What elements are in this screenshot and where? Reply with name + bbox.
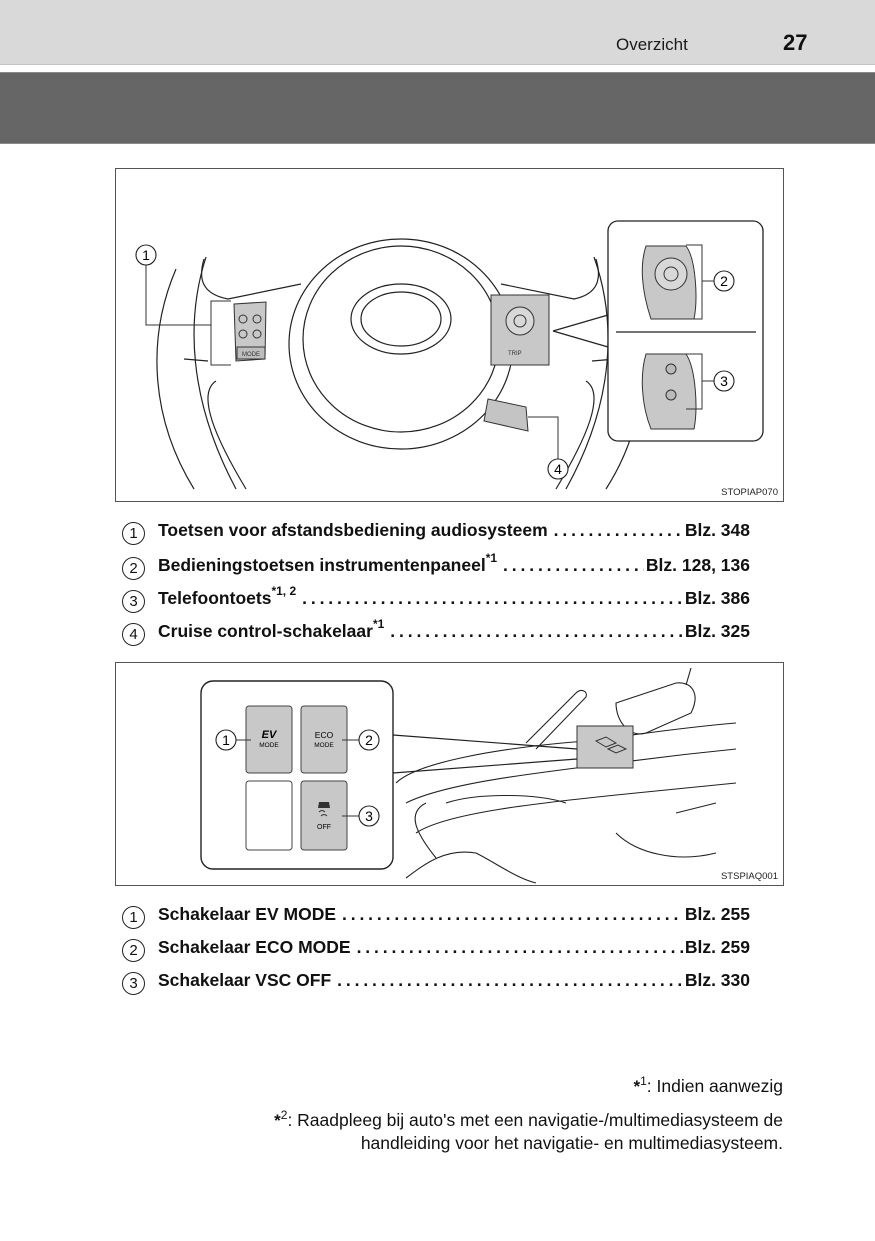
steering-wheel-illustration: MODE 1 TRIP 4 — [135, 220, 764, 490]
svg-text:1: 1 — [142, 247, 150, 263]
leader-dots — [302, 588, 683, 609]
item-label: Bedieningstoetsen instrumentenpaneel*1 — [158, 551, 498, 575]
wheel-hub — [288, 238, 514, 450]
callout-1: 1 — [215, 729, 237, 751]
svg-text:4: 4 — [554, 461, 562, 477]
switch-panel-inset — [200, 680, 394, 870]
section-title: Overzicht — [616, 35, 688, 54]
item-label: Cruise control-schakelaar*1 — [158, 617, 385, 641]
item-number: 1 — [122, 906, 145, 929]
svg-text:EV: EV — [262, 729, 278, 741]
header-band — [0, 72, 875, 144]
figure-id: STSPIAQ001 — [720, 871, 778, 882]
leader-dots — [390, 621, 683, 642]
svg-text:1: 1 — [222, 732, 230, 748]
page-reference[interactable]: Blz. 330 — [684, 970, 750, 990]
item-label: Telefoontoets*1, 2 — [158, 584, 297, 608]
console-illustration: EV MODE ECO MODE OFF 1 2 3 — [200, 667, 737, 884]
callout-3: 3 — [713, 370, 735, 392]
item-label: Toetsen voor afstandsbediening audiosyst… — [158, 520, 548, 540]
switch-location-highlight — [576, 725, 634, 769]
list-item: 1 Toetsen voor afstandsbediening audiosy… — [122, 520, 750, 553]
leader-dots — [357, 937, 683, 958]
page-reference[interactable]: Blz. 386 — [684, 587, 750, 608]
horn-emblem — [350, 283, 452, 355]
page-reference[interactable]: Blz. 255 — [684, 904, 750, 924]
leader-dots — [503, 555, 644, 576]
svg-text:MODE: MODE — [259, 742, 279, 749]
item-number: 3 — [122, 589, 145, 613]
item-number: 4 — [122, 622, 145, 646]
list-item: 4 Cruise control-schakelaar*1 Blz. 325 — [122, 617, 750, 652]
wheel-rim-right — [565, 256, 609, 490]
cruise-control-lever — [483, 398, 529, 432]
gear-shifter — [615, 682, 696, 735]
svg-text:MODE: MODE — [314, 742, 334, 749]
item-number: 2 — [122, 556, 145, 580]
list-item: 3 Telefoontoets*1, 2 Blz. 386 — [122, 584, 750, 619]
figure-id: STOPIAP070 — [721, 487, 778, 498]
list-item: 2 Bedieningstoetsen instrumentenpaneel*1… — [122, 551, 750, 586]
footnote-1: *1: Indien aanwezig — [633, 1074, 783, 1096]
svg-text:ECO: ECO — [315, 730, 334, 740]
item-number: 2 — [122, 939, 145, 962]
leader-dots — [554, 520, 683, 541]
footnote-2: *2: Raadpleeg bij auto's met een navigat… — [274, 1108, 783, 1153]
footnote-ref: *1, 2 — [271, 584, 297, 598]
meter-switch-detail — [641, 245, 697, 320]
page-reference[interactable]: Blz. 325 — [684, 620, 750, 641]
console-switches-list: 1 Schakelaar EV MODE Blz. 255 2 Schakela… — [122, 904, 750, 1003]
footnote-ref: *1 — [485, 551, 498, 565]
item-label: Schakelaar VSC OFF — [158, 970, 332, 990]
list-item: 3 Schakelaar VSC OFF Blz. 330 — [122, 970, 750, 1003]
meter-control-switch: TRIP — [490, 294, 550, 366]
svg-text:2: 2 — [365, 732, 373, 748]
item-label: Schakelaar ECO MODE — [158, 937, 351, 957]
page-number: 27 — [783, 30, 808, 55]
callout-1: 1 — [135, 244, 157, 266]
audio-remote-switch: MODE — [233, 301, 267, 362]
svg-text:3: 3 — [365, 808, 373, 824]
callout-4: 4 — [547, 458, 569, 480]
item-label: Schakelaar EV MODE — [158, 904, 336, 924]
blank-switch — [245, 780, 293, 851]
console-switches-figure: EV MODE ECO MODE OFF 1 2 3 ST — [115, 662, 784, 886]
vsc-car-icon — [318, 802, 330, 808]
list-item: 1 Schakelaar EV MODE Blz. 255 — [122, 904, 750, 937]
vsc-off-button: OFF — [300, 780, 348, 851]
svg-text:OFF: OFF — [317, 824, 331, 831]
phone-switch-detail — [641, 353, 697, 430]
page-reference[interactable]: Blz. 259 — [684, 937, 750, 957]
eco-mode-button: ECO MODE — [300, 705, 348, 774]
item-number: 1 — [122, 522, 145, 545]
svg-text:3: 3 — [720, 373, 728, 389]
list-item: 2 Schakelaar ECO MODE Blz. 259 — [122, 937, 750, 970]
callout-3: 3 — [358, 805, 380, 827]
callout-2: 2 — [713, 270, 735, 292]
page-header: Overzicht 27 — [0, 0, 875, 65]
leader-dots — [342, 904, 683, 925]
footnote-ref: *1 — [372, 617, 385, 631]
ev-mode-button: EV MODE — [245, 705, 293, 774]
wheel-rim-left — [156, 268, 195, 490]
parking-brake — [525, 689, 587, 750]
svg-text:MODE: MODE — [242, 352, 260, 358]
steering-controls-list: 1 Toetsen voor afstandsbediening audiosy… — [122, 520, 750, 652]
svg-text:TRIP: TRIP — [508, 351, 522, 357]
callout-2: 2 — [358, 729, 380, 751]
svg-text:2: 2 — [720, 273, 728, 289]
steering-wheel-figure: MODE 1 TRIP 4 — [115, 168, 784, 502]
page-reference[interactable]: Blz. 348 — [684, 520, 750, 540]
leader-dots — [337, 970, 683, 991]
item-number: 3 — [122, 972, 145, 995]
page-reference[interactable]: Blz. 128, 136 — [645, 554, 750, 575]
